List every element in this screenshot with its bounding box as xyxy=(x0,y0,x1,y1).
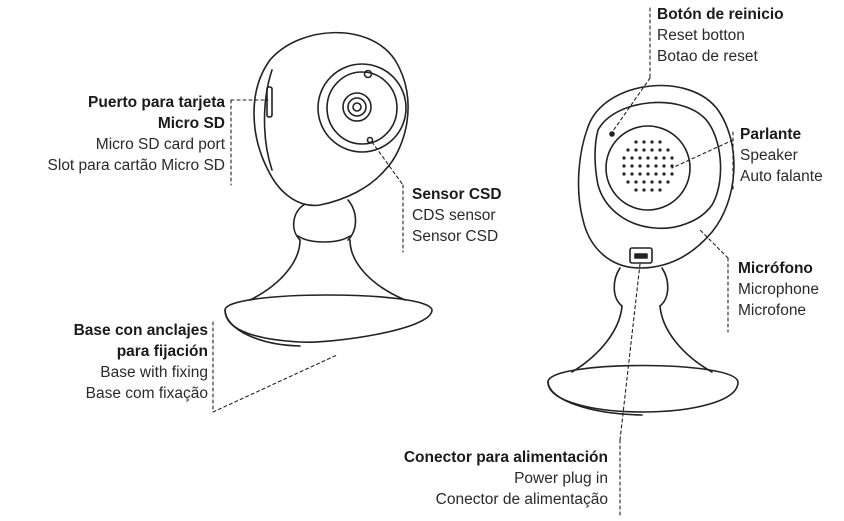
callout-mic-en: Microphone xyxy=(738,281,819,298)
right-camera-illustration xyxy=(547,84,739,416)
callout-speaker-title: Parlante xyxy=(740,126,802,143)
callout-microsd-pt: Slot para cartão Micro SD xyxy=(47,157,225,174)
callout-sensor-pt: Sensor CSD xyxy=(412,228,499,245)
callout-base: Base con anclajes para fijación Base wit… xyxy=(74,320,208,404)
lens xyxy=(342,92,372,122)
callout-power: Conector para alimentación Power plug in… xyxy=(404,447,608,510)
callout-mic-title: Micrófono xyxy=(738,260,813,277)
callout-base-title-2: para fijación xyxy=(116,343,208,360)
callout-mic-pt: Microfone xyxy=(738,302,807,319)
callout-reset-pt: Botao de reset xyxy=(657,48,758,65)
microsd-slot xyxy=(266,86,273,118)
callout-microsd: Puerto para tarjeta Micro SD Micro SD ca… xyxy=(48,92,225,176)
callout-microsd-title-2: Micro SD xyxy=(157,115,225,132)
callout-base-title-1: Base con anclajes xyxy=(73,322,208,339)
callout-sensor-title: Sensor CSD xyxy=(412,186,502,203)
callout-reset: Botón de reinicio Reset botton Botao de … xyxy=(657,4,784,67)
callout-power-pt: Conector de alimentação xyxy=(435,491,608,508)
callout-power-en: Power plug in xyxy=(514,470,608,487)
callout-microsd-title-1: Puerto para tarjeta xyxy=(88,94,225,111)
callout-speaker-en: Speaker xyxy=(740,147,798,164)
callout-speaker-pt: Auto falante xyxy=(740,168,823,185)
power-port xyxy=(629,247,653,264)
callout-reset-en: Reset botton xyxy=(657,27,745,44)
reset-hole xyxy=(609,131,615,137)
leader-lines xyxy=(212,7,734,519)
callout-base-en: Base with fixing xyxy=(100,364,208,381)
left-camera-illustration xyxy=(224,31,433,347)
callout-sensor: Sensor CSD CDS sensor Sensor CSD xyxy=(412,184,502,247)
callout-reset-title: Botón de reinicio xyxy=(657,6,784,23)
speaker-grille xyxy=(622,140,674,192)
callout-base-pt: Base com fixação xyxy=(85,385,208,402)
callout-speaker: Parlante Speaker Auto falante xyxy=(740,124,823,187)
callout-mic: Micrófono Microphone Microfone xyxy=(738,258,819,321)
callout-microsd-en: Micro SD card port xyxy=(95,136,225,153)
lens-housing xyxy=(317,63,407,153)
callout-power-title: Conector para alimentación xyxy=(403,449,608,466)
callout-sensor-en: CDS sensor xyxy=(412,207,496,224)
speaker-circle xyxy=(605,125,691,211)
